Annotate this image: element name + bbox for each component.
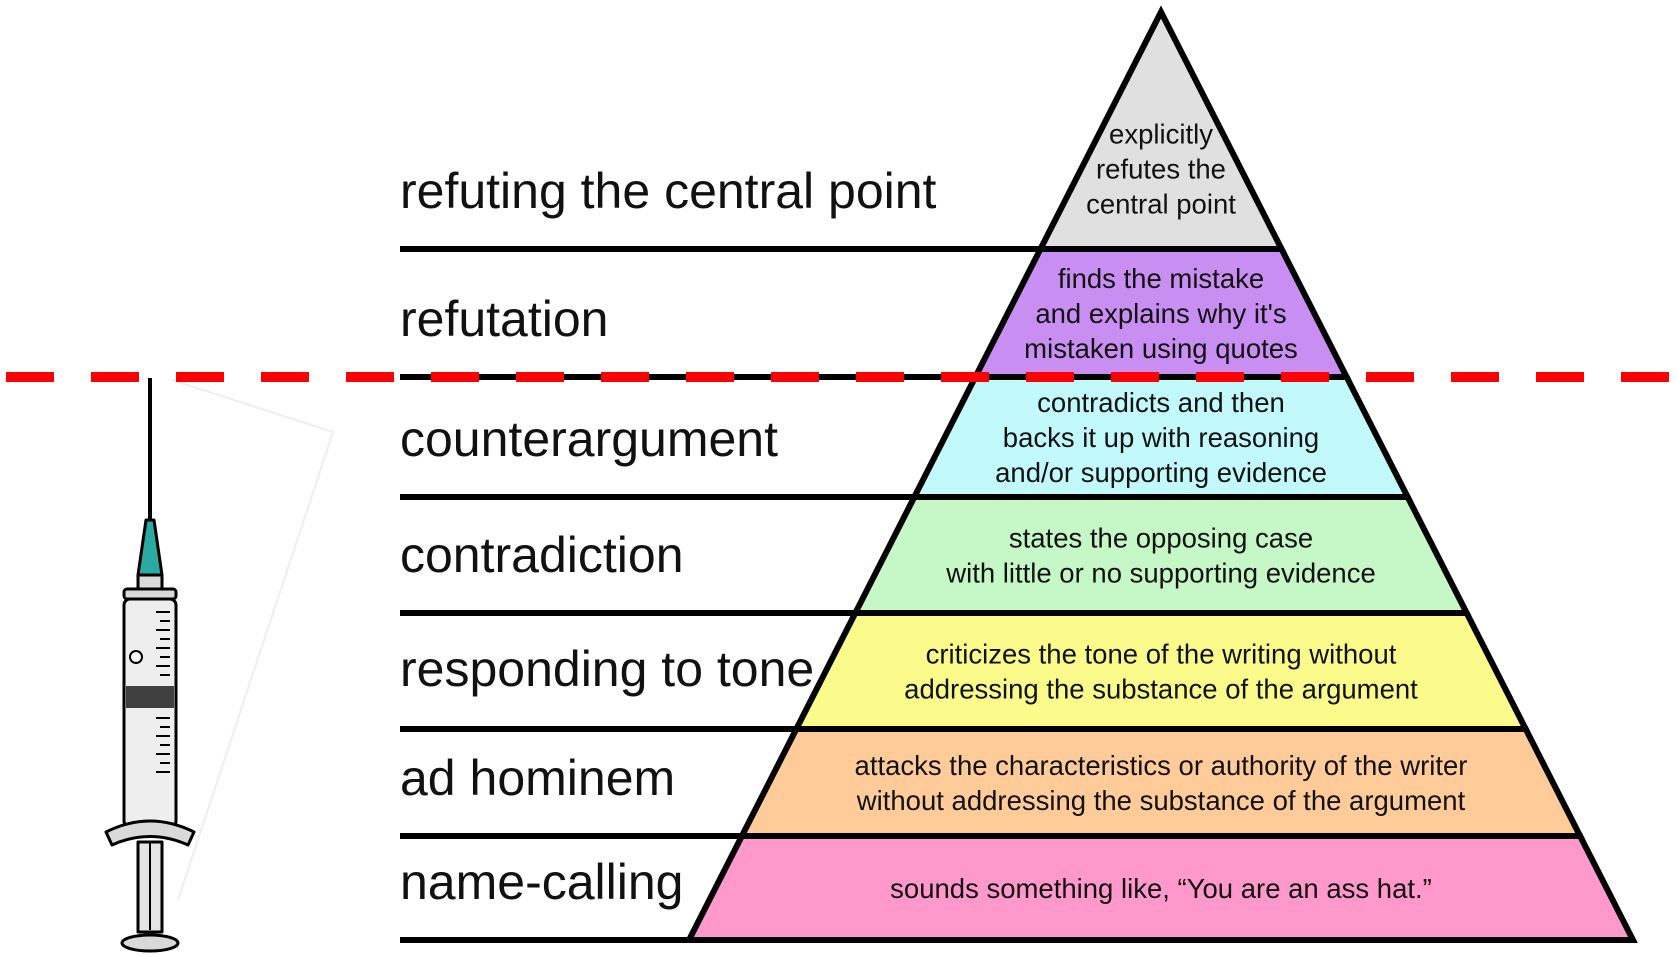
faint-shape: [171, 379, 335, 901]
pyramid-band-4: [850, 494, 1472, 616]
syringe-icon: [104, 378, 196, 953]
level-description-line: without addressing the substance of the …: [856, 785, 1466, 816]
pyramid-bands: [684, 5, 1638, 943]
separator-lines: [400, 246, 1041, 943]
level-label: name-calling: [400, 854, 683, 910]
level-label: refuting the central point: [400, 163, 937, 219]
level-description-line: sounds something like, “You are an ass h…: [890, 873, 1432, 904]
level-description-line: states the opposing case: [1009, 523, 1313, 554]
pyramid-band-6: [737, 726, 1585, 839]
level-description-line: contradicts and then: [1037, 387, 1285, 418]
level-description-line: finds the mistake: [1058, 263, 1264, 294]
level-description-line: refutes the: [1096, 154, 1226, 185]
pyramid-band-5: [791, 610, 1531, 732]
pyramid-band-7: [684, 833, 1638, 943]
level-label: ad hominem: [400, 750, 675, 806]
level-description-line: with little or no supporting evidence: [945, 558, 1376, 589]
level-description-line: and/or supporting evidence: [995, 457, 1327, 488]
level-description-line: explicitly: [1109, 119, 1213, 150]
level-description-line: central point: [1086, 189, 1236, 220]
level-descriptions: explicitly refutes the central point finds …: [855, 119, 1468, 905]
level-label: counterargument: [400, 411, 778, 467]
level-description-line: addressing the substance of the argument: [904, 674, 1418, 705]
level-description-line: attacks the characteristics or authority…: [855, 750, 1468, 781]
level-description-line: mistaken using quotes: [1024, 333, 1298, 364]
level-label: responding to tone: [400, 641, 814, 697]
level-description-line: criticizes the tone of the writing witho…: [926, 639, 1397, 670]
level-label: contradiction: [400, 527, 684, 583]
level-label: refutation: [400, 291, 608, 347]
level-description-line: and explains why it's: [1035, 298, 1286, 329]
level-description-line: backs it up with reasoning: [1003, 422, 1319, 453]
level-labels: refuting the central point refutation coun…: [400, 163, 937, 910]
